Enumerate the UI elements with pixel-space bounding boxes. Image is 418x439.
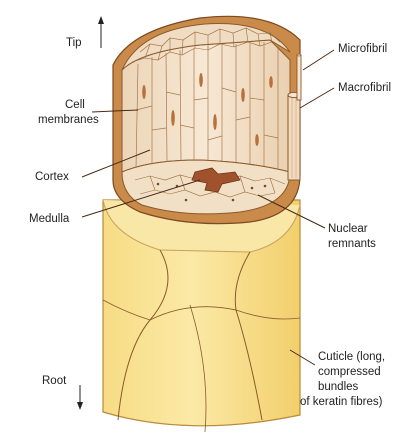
label-cuticle-line2: compressed bbox=[318, 366, 381, 378]
label-nuclear-remnants-line2: remnants bbox=[328, 238, 376, 250]
root-arrow bbox=[77, 385, 83, 410]
cuticle-cylinder bbox=[103, 200, 300, 432]
label-macrofibril: Macrofibril bbox=[338, 82, 391, 94]
cortex-block bbox=[113, 16, 300, 223]
label-medulla: Medulla bbox=[29, 213, 70, 225]
label-cuticle-line1: Cuticle (long, bbox=[318, 351, 385, 363]
tip-arrow bbox=[98, 16, 104, 48]
label-cortex: Cortex bbox=[35, 171, 69, 183]
label-nuclear-remnants-line1: Nuclear bbox=[328, 223, 368, 235]
label-cuticle-line3: bundles bbox=[318, 381, 359, 393]
label-cuticle-line4: of keratin fibres) bbox=[300, 396, 383, 408]
label-root: Root bbox=[42, 375, 67, 387]
macrofibril bbox=[288, 92, 300, 180]
label-microfibril: Microfibril bbox=[338, 43, 387, 55]
label-tip: Tip bbox=[66, 37, 82, 49]
label-cell-membranes-line2: membranes bbox=[38, 114, 99, 126]
microfibril bbox=[297, 54, 301, 100]
label-cell-membranes-line1: Cell bbox=[65, 99, 85, 111]
